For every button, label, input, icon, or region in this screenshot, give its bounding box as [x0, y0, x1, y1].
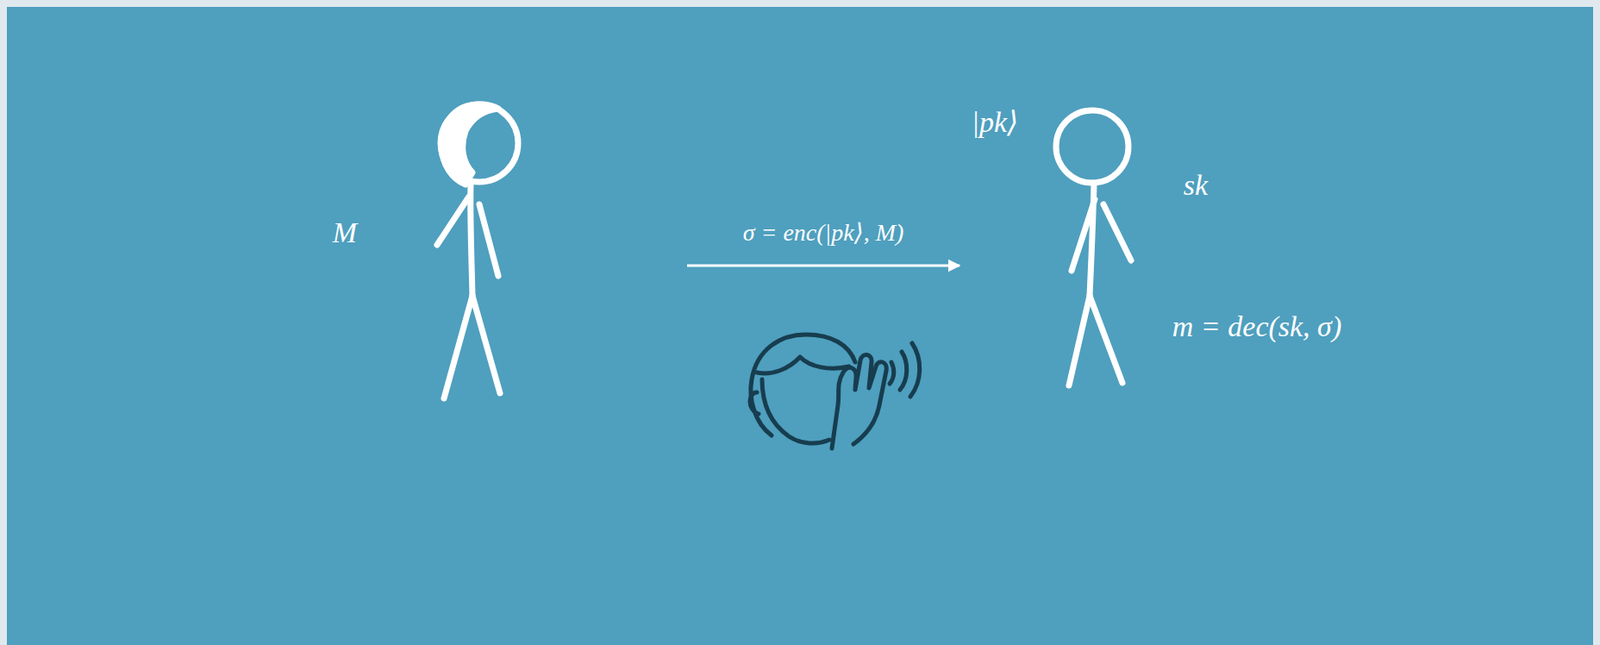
alice-arm	[479, 204, 499, 276]
bob-leg	[1068, 295, 1090, 386]
message-arrow	[687, 264, 960, 268]
bob-arm	[1071, 199, 1095, 271]
figure-node: |pk⟩ sk m = dec(sk, σ)	[959, 94, 1374, 406]
math-label: |pk⟩	[971, 106, 1019, 138]
sound-wave	[910, 343, 920, 397]
sound-wave	[900, 351, 907, 390]
bob-head	[1056, 110, 1129, 183]
alice-body	[470, 184, 473, 296]
bob-arm	[1103, 204, 1132, 261]
alice-leg	[443, 295, 473, 399]
eavesdropper-icon	[750, 334, 920, 449]
figure-node: M	[318, 94, 688, 406]
alice-arm	[437, 196, 469, 245]
bob-leg	[1089, 295, 1123, 383]
paper-background	[6, 6, 1594, 645]
math-label: M	[332, 216, 357, 249]
alice-hair	[441, 104, 499, 185]
eavesdropper-face	[762, 379, 830, 444]
sound-wave	[889, 362, 894, 384]
eavesdropper-hair	[756, 356, 850, 374]
eavesdropper-hand	[831, 354, 887, 449]
math-label: sk	[1183, 168, 1208, 201]
edge-label: σ = enc(|pk⟩, M)	[743, 219, 905, 247]
eavesdropper-ear	[750, 392, 759, 414]
alice-leg	[472, 295, 500, 394]
math-label: m = dec(sk, σ)	[1172, 310, 1342, 343]
